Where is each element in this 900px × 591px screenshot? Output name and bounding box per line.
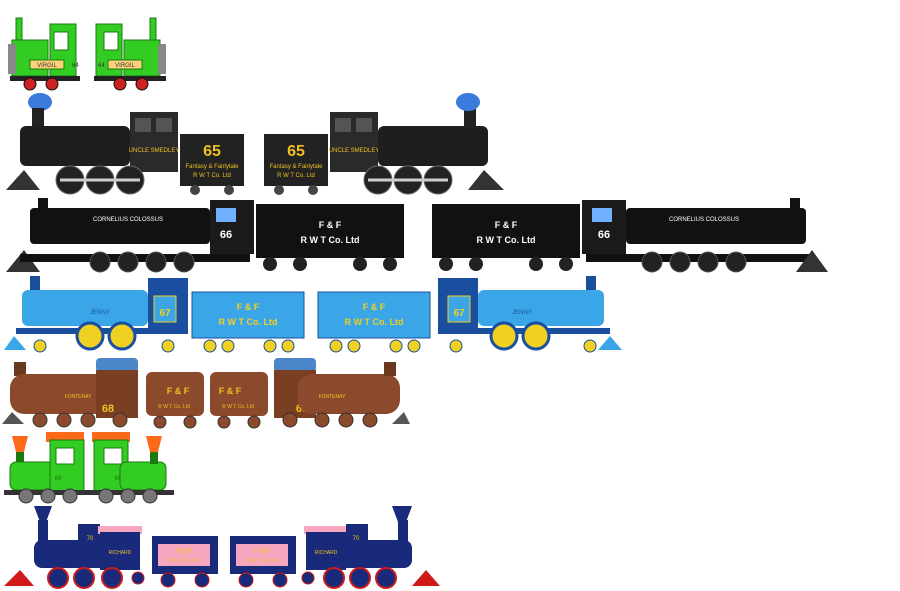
smedley-tender-line2-right: R W T Co. Ltd (277, 173, 315, 179)
cornelius-tender-line1-left: F & F (319, 220, 342, 230)
richard-name-left: RICHARD (109, 550, 132, 556)
richard-tender-line2-left: R W T Co. Ltd (168, 558, 200, 564)
cornelius-tender-right: F & F R W T Co. Ltd (432, 204, 580, 271)
cornelius-number-right: 66 (598, 229, 610, 241)
richard-engine-right: RICHARD 70 (301, 506, 440, 589)
smedley-dome-right (456, 93, 480, 111)
jenny-tender-left: F & F R W T Co. Ltd (191, 291, 305, 353)
richard-engine-left: 70 RICHARD (4, 506, 145, 589)
jenny-name-left: JENNY (90, 310, 110, 316)
engine-69-number-left: 69 (55, 476, 62, 482)
jenny-number-left: 67 (159, 308, 171, 319)
fontenay-name-left: FONTENAY (65, 394, 93, 400)
cornelius-tender-line2-left: R W T Co. Ltd (301, 235, 360, 245)
fontenay-number-left: 68 (102, 403, 114, 415)
cornelius-number-left: 66 (220, 229, 232, 241)
richard-number-right: 70 (353, 536, 360, 542)
engine-uncle-smedley: UNCLE SMEDLEY 65 Fantasy & Fairlytale R … (6, 93, 504, 195)
smedley-name-right: UNCLE SMEDLEY (329, 148, 380, 154)
engine-fontenay: FONTENAY 68 F & F R W T Co. Ltd F & F R … (2, 358, 410, 429)
richard-number-left: 70 (87, 536, 94, 542)
jenny-tender-line1-left: F & F (237, 302, 260, 312)
jenny-engine-left: JENNY 67 (4, 276, 188, 353)
engine-69-stack-left (12, 436, 28, 452)
smedley-tender-right: 65 Fantasy & Fairlytale R W T Co. Ltd (264, 134, 328, 195)
fontenay-cab-roof-left (96, 358, 138, 372)
fontenay-tender-line1-left: F & F (167, 386, 190, 396)
jenny-number-right: 67 (453, 308, 465, 319)
richard-tender-left: F & F R W T Co. Ltd (152, 536, 218, 588)
smedley-tender-line2-left: R W T Co. Ltd (193, 173, 231, 179)
fontenay-name-right: FONTENAY (319, 394, 347, 400)
virgil-right: VIRGIL 64 (94, 17, 166, 91)
richard-tender-line1-left: F & F (177, 549, 192, 555)
jenny-name-right: JENNY (512, 310, 532, 316)
jenny-tender-line2-right: R W T Co. Ltd (345, 317, 404, 327)
fontenay-cab-roof-right (274, 358, 316, 372)
richard-tender-line1-right: F & F (255, 549, 270, 555)
fontenay-tender-line2-left: R W T Co. Ltd (158, 404, 190, 410)
smedley-tender-left: 65 Fantasy & Fairlytale R W T Co. Ltd (180, 134, 244, 195)
jenny-tender-right: F & F R W T Co. Ltd (317, 291, 431, 353)
fontenay-tender-left: F & F R W T Co. Ltd (146, 372, 204, 429)
jenny-tender-line1-right: F & F (363, 302, 386, 312)
cornelius-name-right: CORNELIUS COLOSSUS (669, 217, 739, 223)
engine-virgil: VIRGIL 64 VIRGIL 64 (8, 17, 166, 91)
jenny-tender-line2-left: R W T Co. Ltd (219, 317, 278, 327)
richard-tender-right: F & F R W T Co. Ltd (230, 536, 296, 588)
engine-cornelius-colossus: CORNELIUS COLOSSUS 66 F & F R W T Co. Lt… (6, 198, 828, 273)
engine-69-number-right: 69 (115, 476, 122, 482)
smedley-tender-number-right: 65 (287, 143, 305, 160)
fontenay-engine-right: 68 FONTENAY (274, 358, 410, 428)
cornelius-window-right (592, 208, 612, 222)
engine-jenny: JENNY 67 F & F R W T Co. Ltd F & F R W T… (4, 276, 622, 353)
engine-richard: 70 RICHARD F & F R W T Co. Ltd F & F R W… (4, 506, 440, 589)
cornelius-window-left (216, 208, 236, 222)
jenny-engine-right: 67 JENNY (438, 276, 622, 353)
smedley-name-left: UNCLE SMEDLEY (129, 148, 180, 154)
engine-69-left: 69 (4, 432, 90, 504)
cornelius-tender-line1-right: F & F (495, 220, 518, 230)
virgil-name-right: VIRGIL (115, 63, 135, 69)
cornelius-name-left: CORNELIUS COLOSSUS (93, 217, 163, 223)
smedley-dome-left (28, 93, 52, 111)
smedley-tender-line1-right: Fantasy & Fairlytale (269, 164, 323, 170)
cornelius-engine-right: 66 CORNELIUS COLOSSUS (582, 198, 828, 273)
richard-name-right: RICHARD (315, 550, 338, 556)
cornelius-tender-line2-right: R W T Co. Ltd (477, 235, 536, 245)
virgil-name-left: VIRGIL (37, 63, 57, 69)
smedley-tender-line1-left: Fantasy & Fairlytale (185, 164, 239, 170)
richard-tender-panel-left (158, 544, 210, 566)
engine-69: 69 69 (4, 432, 174, 504)
fontenay-tender-right: F & F R W T Co. Ltd (210, 372, 268, 429)
richard-tender-panel-right (236, 544, 288, 566)
fontenay-tender-line1-right: F & F (219, 386, 242, 396)
richard-tender-line2-right: R W T Co. Ltd (246, 558, 278, 564)
smedley-engine-left: UNCLE SMEDLEY (6, 93, 180, 195)
virgil-number-left: 64 (72, 63, 79, 69)
virgil-nameplate-left (29, 59, 65, 70)
smedley-tender-number-left: 65 (203, 143, 221, 160)
virgil-face (8, 44, 16, 74)
cornelius-engine-left: CORNELIUS COLOSSUS 66 (6, 198, 254, 273)
cornelius-tender-left: F & F R W T Co. Ltd (256, 204, 404, 271)
smedley-engine-right: UNCLE SMEDLEY (329, 93, 504, 195)
fontenay-engine-left: FONTENAY 68 (2, 358, 138, 428)
virgil-number-right: 64 (98, 63, 105, 69)
virgil-left: VIRGIL 64 (8, 17, 80, 91)
engine-69-stack-right (146, 436, 162, 452)
fontenay-tender-line2-right: R W T Co. Ltd (222, 404, 254, 410)
engine-69-right: 69 (88, 432, 174, 504)
